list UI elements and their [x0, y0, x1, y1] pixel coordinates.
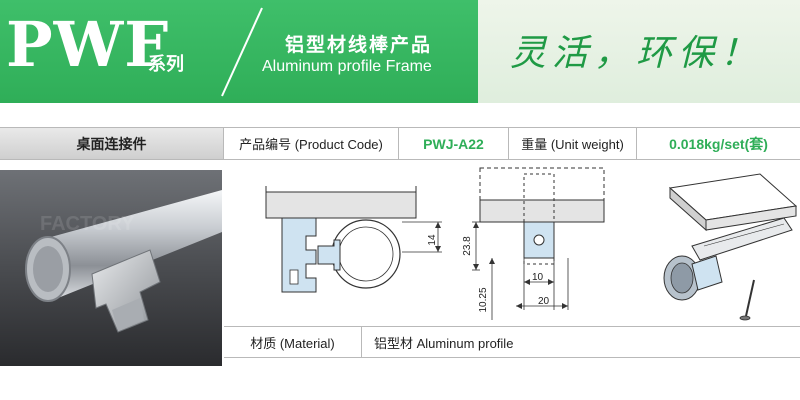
product-name: 桌面连接件: [0, 128, 224, 159]
front-view-drawing: 23.8 10.25 10 20: [460, 160, 610, 326]
product-photo: FACTORY: [0, 170, 222, 366]
material-label: 材质 (Material): [224, 327, 362, 357]
brand-logo: PWF: [6, 8, 170, 81]
product-title-en: Aluminum profile Frame: [262, 58, 432, 75]
technical-drawings: 14 23.8 10.25 10: [224, 160, 800, 326]
dim-height-top: 14: [427, 234, 438, 246]
dim-width-inner: 10: [532, 272, 544, 283]
dim-width-outer: 20: [538, 296, 550, 307]
isometric-drawing: [634, 160, 800, 326]
product-code-value: PWJ-A22: [399, 128, 509, 159]
product-title-cn: 铝型材线棒产品: [285, 34, 433, 56]
unit-weight-label: 重量 (Unit weight): [509, 128, 637, 159]
slogan: 灵活，环保！: [510, 33, 763, 74]
dim-height-total: 23.8: [462, 236, 473, 256]
dim-height-bottom: 10.25: [478, 287, 489, 312]
banner-slogan-panel: [478, 0, 800, 103]
spec-table-row: 桌面连接件 产品编号 (Product Code) PWJ-A22 重量 (Un…: [0, 127, 800, 160]
banner-divider-slash: [221, 7, 263, 97]
material-row: 材质 (Material) 铝型材 Aluminum profile: [224, 326, 800, 358]
header-banner: PWF 系列 铝型材线棒产品 Aluminum profile Frame 灵活…: [0, 0, 800, 103]
banner-green-panel: [0, 0, 478, 103]
side-section-drawing: 14: [262, 160, 452, 326]
series-label: 系列: [148, 54, 184, 75]
unit-weight-value: 0.018kg/set(套): [669, 135, 768, 152]
svg-text:FACTORY: FACTORY: [40, 213, 135, 235]
material-value: 铝型材 Aluminum profile: [374, 335, 514, 351]
product-code-label: 产品编号 (Product Code): [224, 128, 399, 159]
